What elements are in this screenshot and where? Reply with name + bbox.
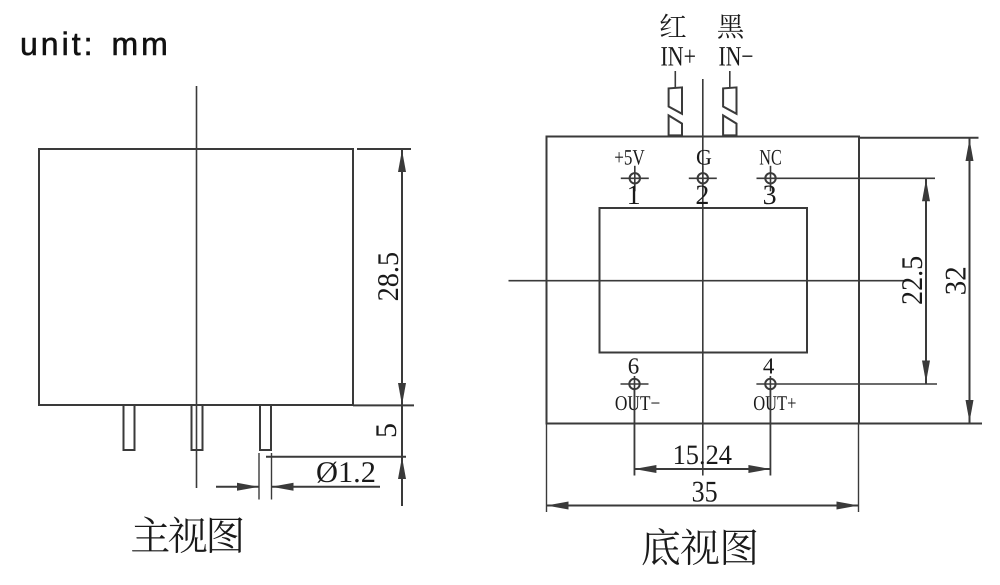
svg-text:G: G <box>696 144 712 169</box>
svg-text:28.5: 28.5 <box>372 252 405 302</box>
svg-text:35: 35 <box>692 476 718 509</box>
svg-text:6: 6 <box>628 353 640 378</box>
svg-text:+5V: +5V <box>614 144 645 169</box>
svg-text:1: 1 <box>627 180 641 211</box>
svg-text:IN+: IN+ <box>660 42 696 73</box>
svg-text:4: 4 <box>763 353 775 378</box>
svg-text:Ø1.2: Ø1.2 <box>316 456 376 489</box>
svg-text:22.5: 22.5 <box>896 256 929 305</box>
svg-text:15.24: 15.24 <box>673 440 732 471</box>
svg-text:5: 5 <box>370 423 403 438</box>
svg-text:3: 3 <box>763 180 777 211</box>
svg-text:IN−: IN− <box>719 42 754 73</box>
svg-text:OUT−: OUT− <box>615 391 661 415</box>
svg-text:32: 32 <box>939 266 972 295</box>
svg-text:OUT+: OUT+ <box>753 391 796 415</box>
svg-text:NC: NC <box>759 144 782 169</box>
svg-text:2: 2 <box>695 180 709 211</box>
